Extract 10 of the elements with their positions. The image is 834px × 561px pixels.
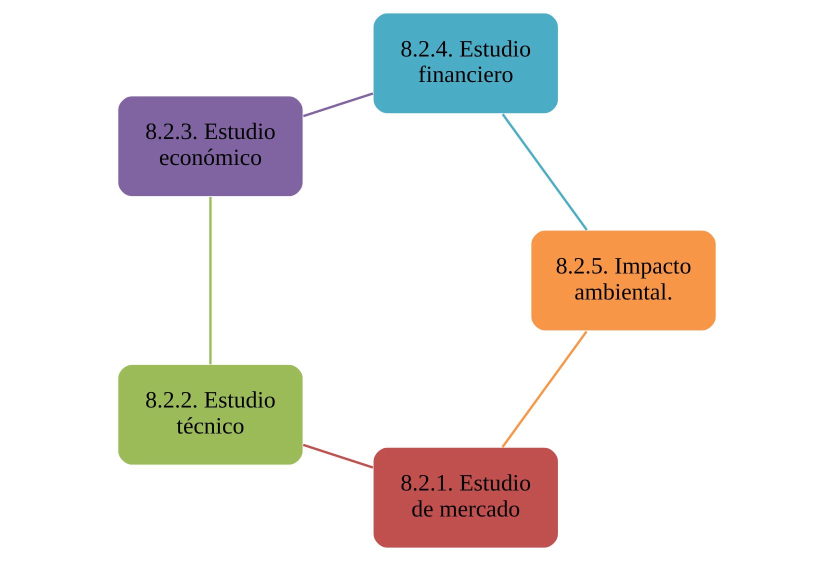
node-box: 8.2.4. Estudio financiero: [372, 12, 560, 114]
node-box: 8.2.2. Estudio técnico: [117, 364, 304, 466]
connector: [302, 444, 374, 469]
node-box: 8.2.3. Estudio económico: [117, 95, 304, 198]
connector: [302, 92, 374, 118]
node-box: 8.2.1. Estudio de mercado: [372, 446, 560, 549]
connector: [502, 114, 588, 231]
node-box: 8.2.5. Impacto ambiental.: [530, 229, 717, 332]
connector: [502, 330, 588, 448]
connector: [209, 197, 212, 364]
